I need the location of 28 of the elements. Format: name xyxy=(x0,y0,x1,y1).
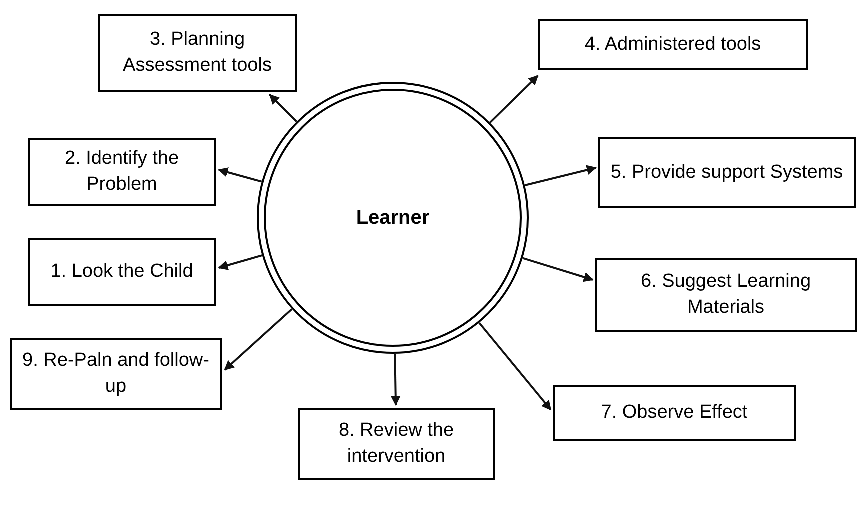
box-label: 3. Planning Assessment tools xyxy=(122,28,273,78)
box-label: 7. Observe Effect xyxy=(601,401,748,426)
box-label: 9. Re-Paln and follow-up xyxy=(22,349,210,399)
process-box xyxy=(598,137,856,208)
process-box xyxy=(298,408,495,480)
process-box xyxy=(538,19,808,70)
arrow xyxy=(489,75,539,124)
arrow xyxy=(224,308,293,371)
node-label: Learner xyxy=(356,206,430,231)
arrow xyxy=(478,322,552,411)
arrow xyxy=(218,254,263,270)
process-box xyxy=(553,385,796,441)
process-box xyxy=(10,338,222,410)
process-box xyxy=(595,258,857,332)
arrow xyxy=(269,94,298,123)
arrow xyxy=(522,257,594,282)
box-label: 4. Administered tools xyxy=(584,32,762,57)
box-label: 8. Review the intervention xyxy=(338,419,456,469)
arrow xyxy=(524,165,597,186)
process-box xyxy=(28,138,216,206)
box-label: 1. Look the Child xyxy=(50,260,194,284)
box-label: 5. Provide support Systems xyxy=(610,160,844,185)
box-label: 2. Identify the Problem xyxy=(64,147,180,197)
arrow xyxy=(218,168,262,183)
arrow xyxy=(390,354,401,406)
process-box xyxy=(28,238,216,306)
box-label: 6. Suggest Learning Materials xyxy=(640,270,812,320)
process-box xyxy=(98,14,297,92)
